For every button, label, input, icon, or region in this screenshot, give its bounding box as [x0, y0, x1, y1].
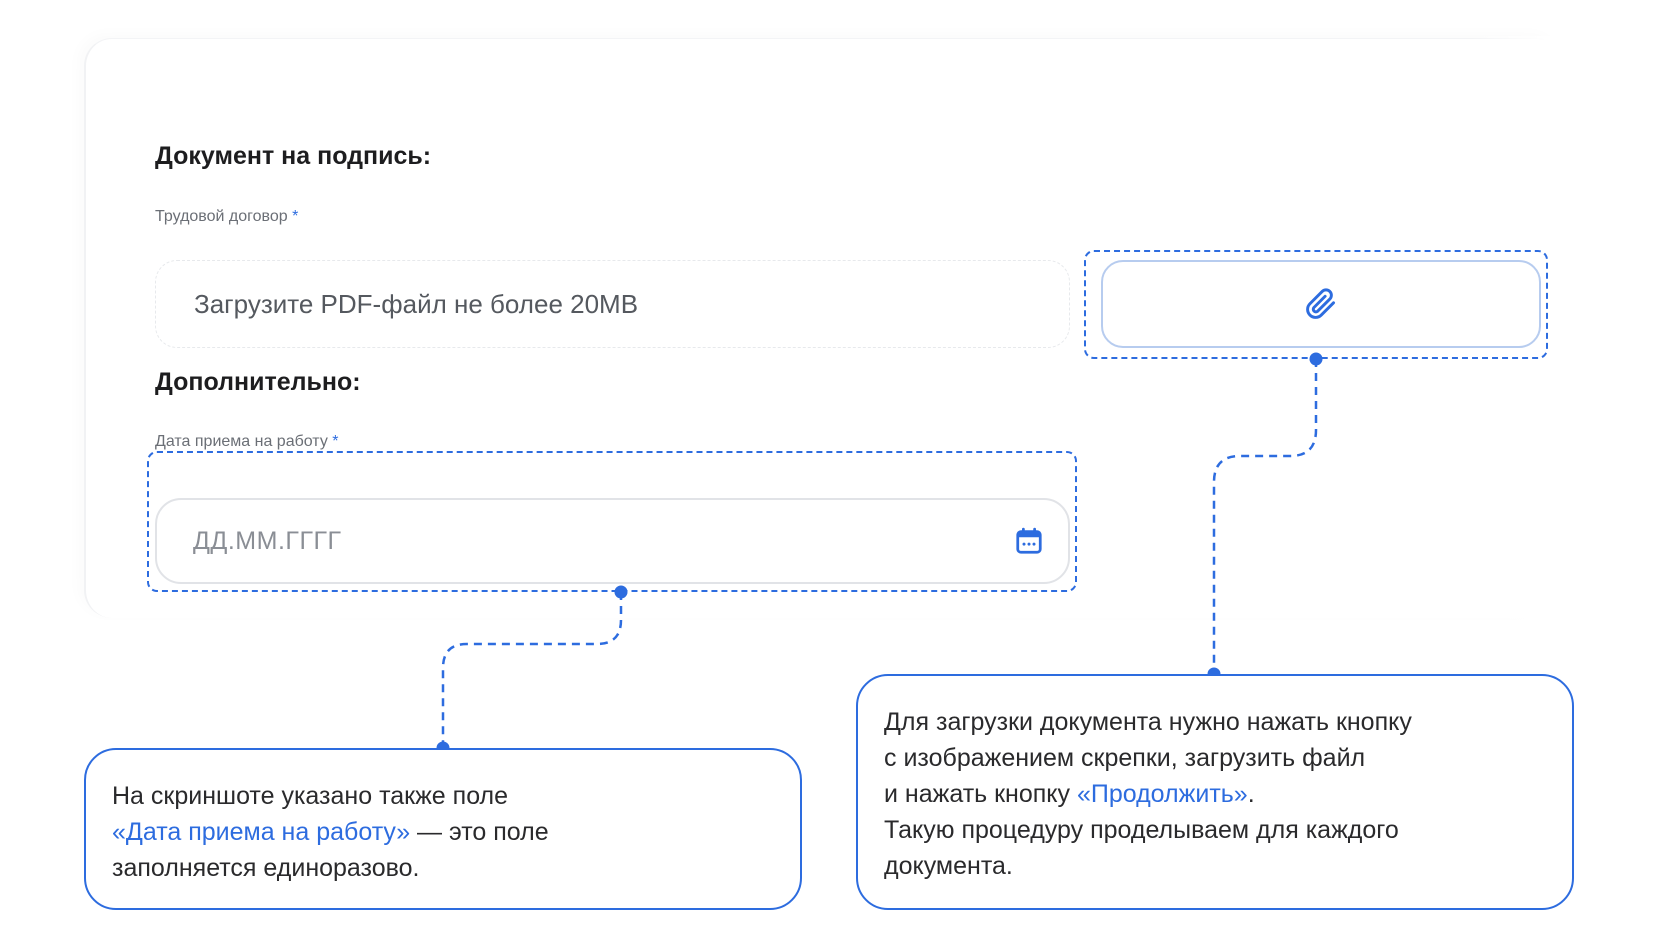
required-mark: * [332, 433, 339, 450]
left-callout-line1: На скриншоте указано также поле [112, 782, 509, 810]
right-callout: Для загрузки документа нужно нажать кноп… [856, 674, 1574, 910]
right-callout-line3: и нажать кнопку «Продолжить». [884, 776, 1546, 812]
right-callout-line3-end: . [1247, 780, 1255, 808]
hire-date-label-text: Дата приема на работу [155, 433, 328, 450]
hire-date-link: «Дата приема на работу» [112, 818, 411, 846]
upload-input[interactable]: Загрузите PDF-файл не более 20MB [155, 260, 1070, 348]
paperclip-icon [1306, 288, 1335, 319]
contract-label-text: Трудовой договор [155, 208, 288, 225]
document-section-title: Документ на подпись: [155, 142, 432, 170]
left-callout-line2-rest: — это поле [410, 818, 549, 846]
hire-date-label: Дата приема на работу * [155, 433, 339, 451]
right-callout-line2: с изображением скрепки, загрузить файл [884, 744, 1366, 772]
right-callout-line4: Такую процедуру проделываем для каждого [884, 816, 1399, 844]
calendar-icon[interactable] [1014, 526, 1044, 556]
right-callout-line3-start: и нажать кнопку [884, 780, 1077, 808]
attach-file-button[interactable] [1101, 260, 1541, 348]
contract-label: Трудовой договор * [155, 208, 298, 226]
hire-date-placeholder: ДД.ММ.ГГГГ [193, 526, 342, 555]
right-callout-line1: Для загрузки документа нужно нажать кноп… [884, 708, 1412, 736]
left-callout-line3: заполняется единоразово. [112, 854, 420, 882]
additional-section-title: Дополнительно: [155, 368, 361, 396]
upload-placeholder: Загрузите PDF-файл не более 20MB [194, 288, 639, 319]
required-mark: * [292, 208, 299, 225]
left-callout-line2: «Дата приема на работу» — это поле [112, 814, 774, 850]
continue-link: «Продолжить» [1076, 780, 1248, 808]
right-callout-line5: документа. [884, 852, 1013, 880]
hire-date-input[interactable]: ДД.ММ.ГГГГ [155, 498, 1070, 584]
left-callout: На скриншоте указано также поле «Дата пр… [84, 748, 802, 910]
